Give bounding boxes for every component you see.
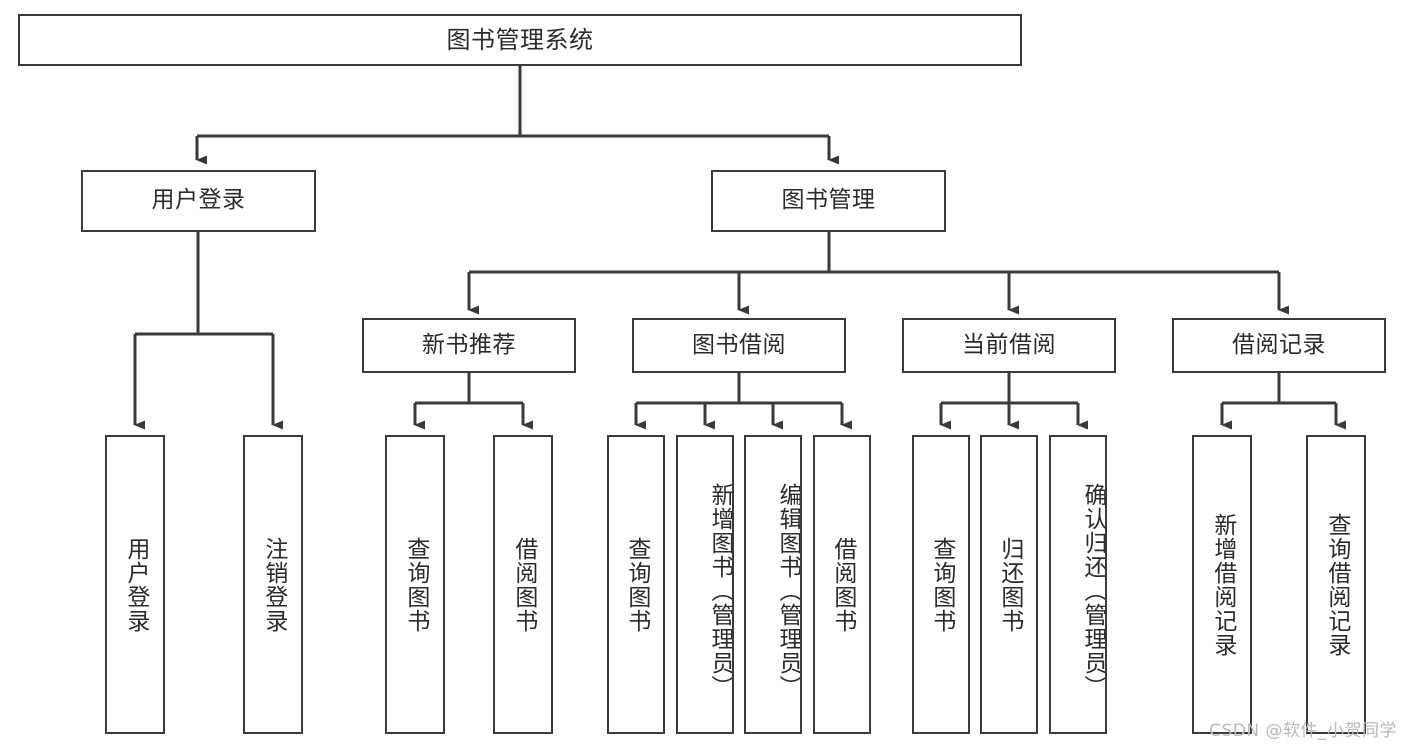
leaf-label: 归还图书: [996, 536, 1023, 633]
node-new-book-recommend[interactable]: 新书推荐: [362, 318, 576, 373]
leaf-label: 借阅图书: [510, 536, 537, 633]
node-current-borrow-label: 当前借阅: [962, 331, 1056, 358]
node-current-borrow[interactable]: 当前借阅: [902, 318, 1116, 373]
leaf-current-borrow-return-book[interactable]: 归还图书: [980, 435, 1038, 734]
leaf-user-login-logout[interactable]: 注销登录: [243, 435, 303, 734]
node-user-login[interactable]: 用户登录: [81, 170, 316, 232]
leaf-label: 用户登录: [122, 536, 149, 633]
leaf-current-borrow-query-book[interactable]: 查询图书: [912, 435, 970, 734]
leaf-label: 编辑图书（管理员）: [775, 482, 801, 699]
watermark-text: CSDN @软件_小贺同学: [1209, 721, 1397, 741]
node-root-system[interactable]: 图书管理系统: [18, 14, 1022, 66]
leaf-book-borrow-borrow-book[interactable]: 借阅图书: [813, 435, 871, 734]
node-new-book-recommend-label: 新书推荐: [422, 331, 516, 358]
node-book-borrow-label: 图书借阅: [692, 331, 786, 358]
leaf-label: 查询借阅记录: [1323, 512, 1350, 657]
leaf-current-borrow-confirm-return-admin[interactable]: 确认归还（管理员）: [1049, 435, 1107, 734]
leaf-label: 确认归还（管理员）: [1080, 482, 1106, 699]
node-book-borrow[interactable]: 图书借阅: [632, 318, 846, 373]
leaf-user-login-login[interactable]: 用户登录: [105, 435, 165, 734]
leaf-label: 借阅图书: [829, 536, 856, 633]
leaf-label: 注销登录: [260, 536, 287, 633]
node-borrow-record-label: 借阅记录: [1232, 331, 1326, 358]
node-user-login-label: 用户登录: [151, 187, 246, 214]
leaf-label: 查询图书: [402, 536, 429, 633]
node-book-manage[interactable]: 图书管理: [711, 170, 946, 232]
node-borrow-record[interactable]: 借阅记录: [1172, 318, 1386, 373]
leaf-borrow-record-query-record[interactable]: 查询借阅记录: [1306, 435, 1366, 734]
leaf-new-book-query-book[interactable]: 查询图书: [385, 435, 445, 734]
node-root-label: 图书管理系统: [446, 25, 594, 54]
leaf-label: 新增图书（管理员）: [707, 482, 733, 699]
node-book-manage-label: 图书管理: [781, 187, 876, 214]
leaf-book-borrow-edit-book-admin[interactable]: 编辑图书（管理员）: [744, 435, 802, 734]
leaf-label: 查询图书: [928, 536, 955, 633]
leaf-label: 新增借阅记录: [1209, 512, 1236, 657]
leaf-new-book-borrow-book[interactable]: 借阅图书: [493, 435, 553, 734]
leaf-borrow-record-add-record[interactable]: 新增借阅记录: [1192, 435, 1252, 734]
leaf-label: 查询图书: [623, 536, 650, 633]
leaf-book-borrow-add-book-admin[interactable]: 新增图书（管理员）: [676, 435, 734, 734]
leaf-book-borrow-query-book[interactable]: 查询图书: [607, 435, 665, 734]
